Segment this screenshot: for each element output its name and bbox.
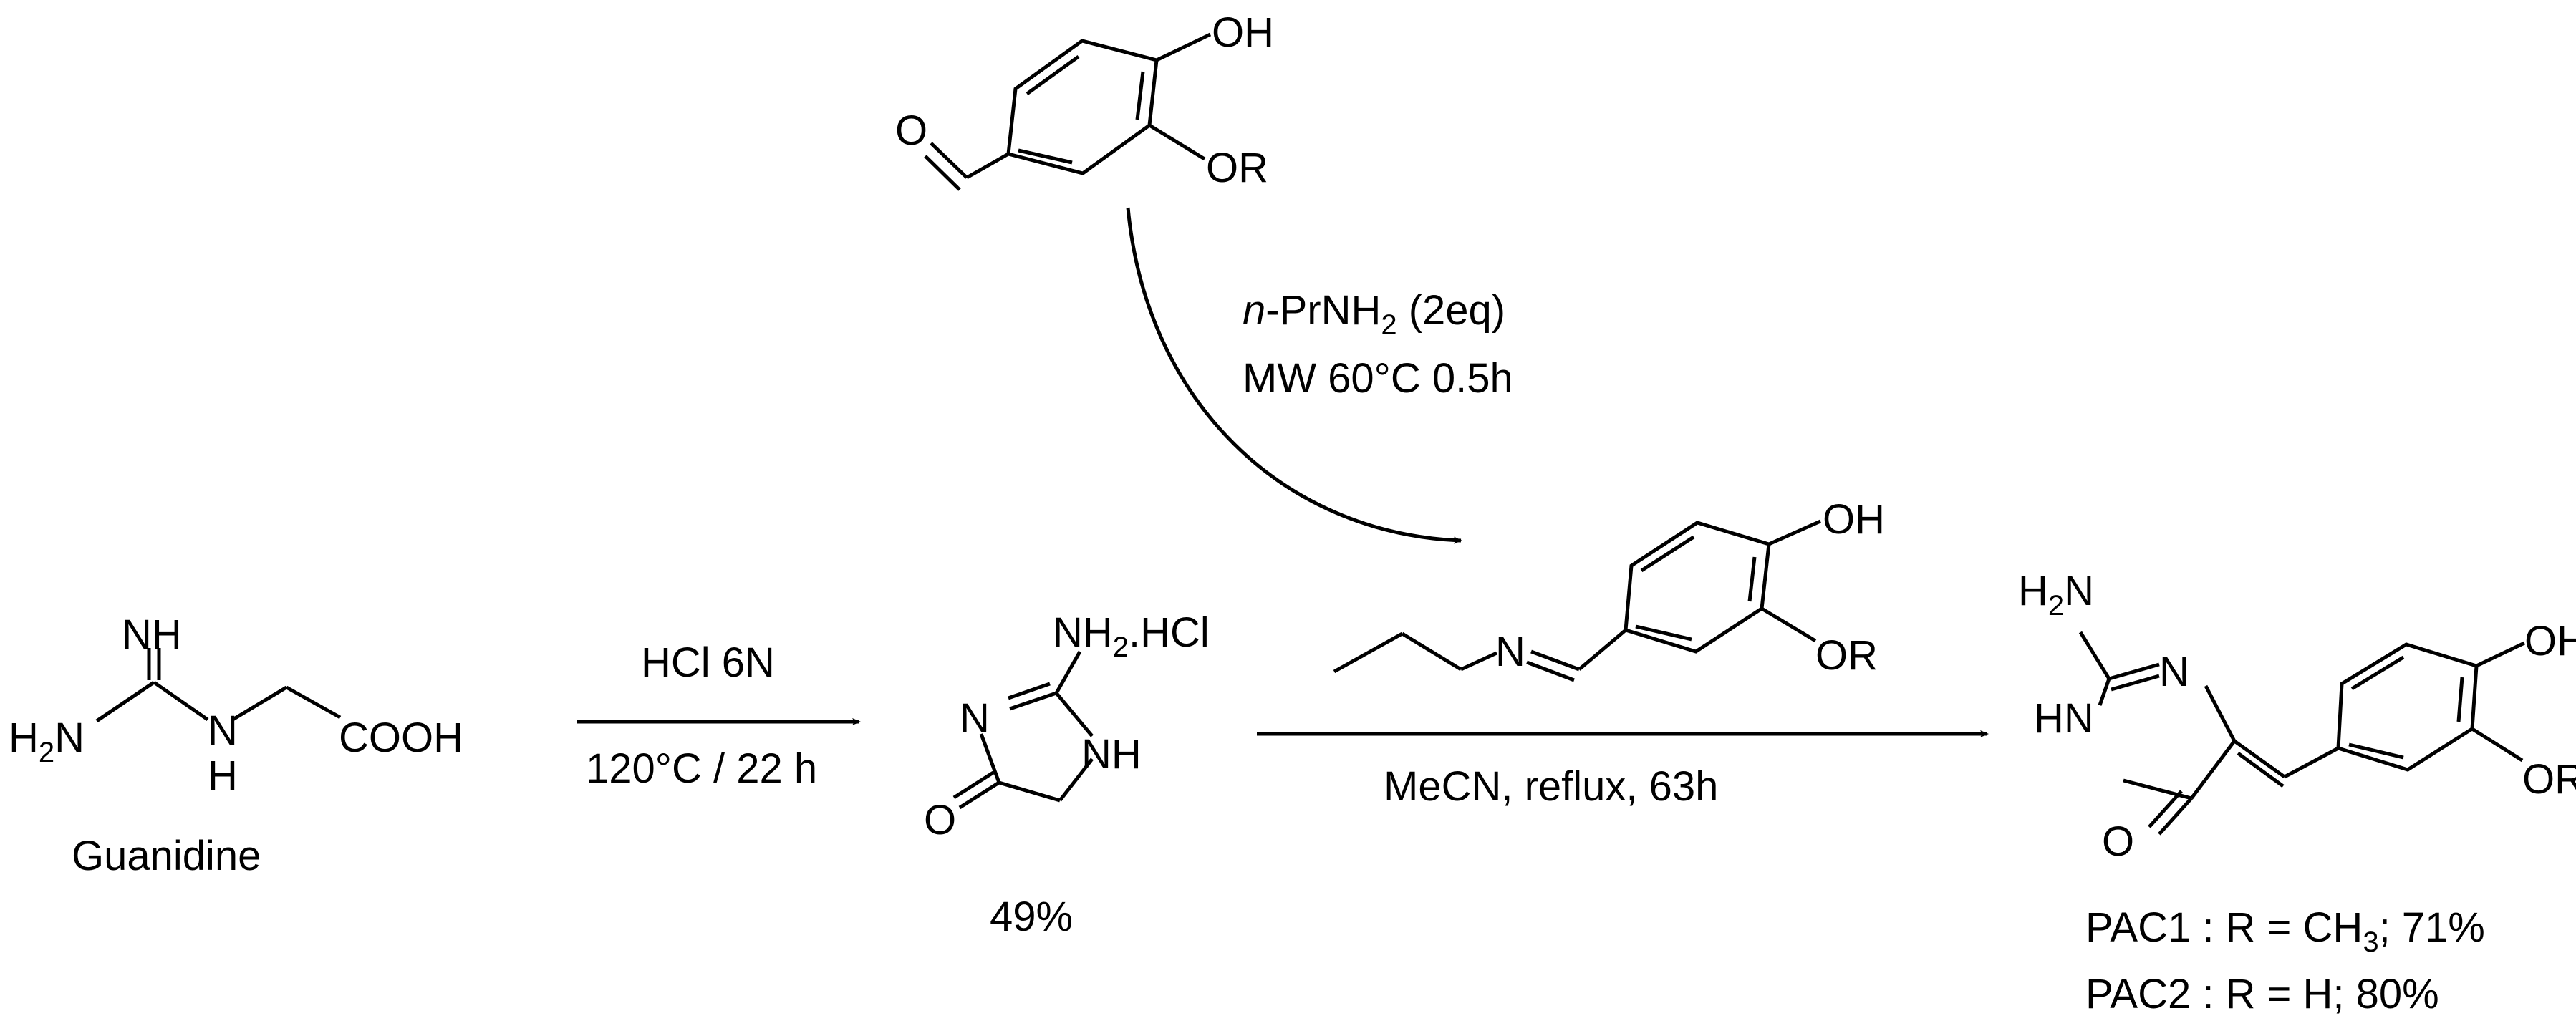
product-o-label: O [2102, 818, 2134, 865]
aldehyde-molecule: OH OR O [895, 9, 1274, 191]
step2-reagent: n-PrNH2 (2eq) [1243, 287, 1505, 341]
step3-bottom-label: MeCN, reflux, 63h [1384, 763, 1718, 810]
pac1-label: PAC1 : R = CH3; 71% [2085, 904, 2485, 958]
aldehyde-o-label: O [895, 107, 927, 154]
imidazolone-hcl-molecule: NH2.HCl N NH O [924, 609, 1210, 843]
aldehyde-oh-label: OH [1212, 9, 1274, 56]
imidazolone-n-label: N [960, 695, 990, 742]
intermediate-yield: 49% [990, 894, 1073, 940]
curved-arrow [1126, 207, 1462, 544]
product-molecule: H2N N HN O OH OR [2018, 568, 2576, 865]
guanidine-nh-label: NH [122, 611, 182, 658]
guanidine-cooh-label: COOH [339, 715, 463, 761]
step2-conditions: MW 60°C 0.5h [1243, 355, 1513, 402]
pac2-label: PAC2 : R = H; 80% [2085, 971, 2439, 1017]
product-oh-label: OH [2524, 618, 2576, 664]
imine-molecule: N OH OR [1333, 496, 1885, 682]
product-n-label: N [2159, 649, 2189, 695]
product-or-label: OR [2522, 756, 2576, 803]
imidazolone-o-label: O [924, 797, 956, 843]
guanidine-h2n-label: H2N [9, 715, 85, 768]
step1-top-label: HCl 6N [641, 639, 775, 686]
imidazolone-nh2hcl-label: NH2.HCl [1053, 609, 1210, 663]
imidazolone-nh-label: NH [1081, 731, 1142, 778]
imine-or-label: OR [1815, 632, 1878, 679]
guanidinoacetic-acid-molecule: NH H2N N H COOH [9, 611, 463, 799]
guanidine-name: Guanidine [72, 833, 261, 879]
product-h2n-label: H2N [2018, 568, 2094, 621]
product-hn-label: HN [2034, 695, 2094, 742]
step1-bottom-label: 120°C / 22 h [586, 745, 817, 792]
aldehyde-or-label: OR [1206, 145, 1268, 191]
guanidine-h-label: H [208, 752, 238, 799]
imine-oh-label: OH [1823, 496, 1885, 543]
guanidine-n-label: N [208, 707, 238, 754]
imine-n-label: N [1495, 629, 1525, 675]
